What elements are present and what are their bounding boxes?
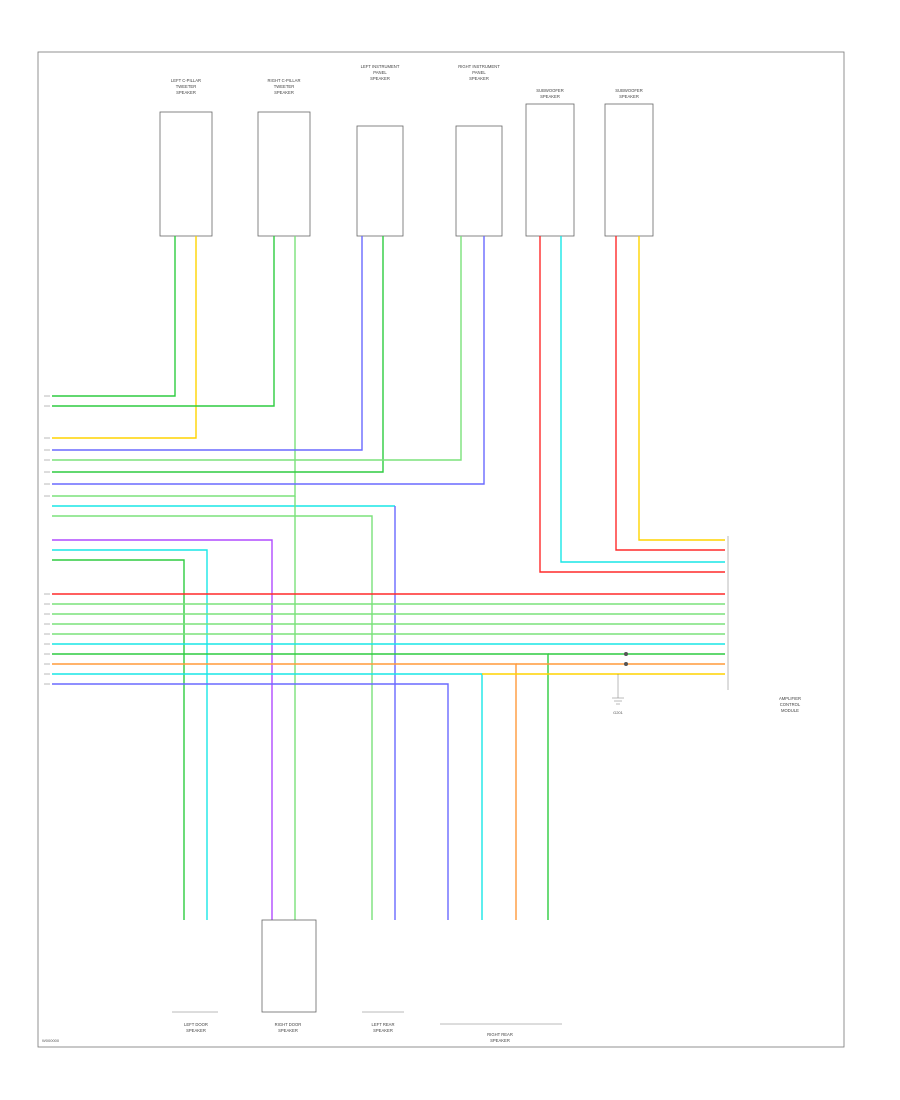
footer-code: W000000 <box>42 1038 60 1043</box>
wire-bus-6 <box>52 559 185 920</box>
svg-text:G201: G201 <box>613 710 624 715</box>
svg-text:RIGHT DOOR: RIGHT DOOR <box>275 1022 302 1027</box>
wire-amp-o1 <box>52 663 517 920</box>
svg-text:CONTROL: CONTROL <box>780 702 801 707</box>
wire-bus-5 <box>52 549 208 920</box>
svg-text:TWEETER: TWEETER <box>274 84 294 89</box>
module-label-lf-speaker: LEFT C-PILLAR TWEETER SPEAKER <box>171 78 201 95</box>
module-box-subwoofer-2 <box>604 103 654 237</box>
svg-text:PANEL: PANEL <box>472 70 486 75</box>
module-label-rf-door-speaker: RIGHT INSTRUMENT PANEL SPEAKER <box>458 64 500 81</box>
svg-text:SPEAKER: SPEAKER <box>176 90 196 95</box>
module-label-subwoofer-2: SUBWOOFER SPEAKER <box>615 88 642 99</box>
svg-text:SPEAKER: SPEAKER <box>619 94 639 99</box>
module-label-rf-speaker: RIGHT C-PILLAR TWEETER SPEAKER <box>268 78 301 95</box>
wire-lf-ip-neg <box>52 236 384 473</box>
wire-amp-b1 <box>52 683 449 920</box>
module-box-subwoofer-1 <box>525 103 575 237</box>
svg-text:LEFT C-PILLAR: LEFT C-PILLAR <box>171 78 201 83</box>
left-pin-ticks <box>44 395 50 685</box>
svg-text:RIGHT REAR: RIGHT REAR <box>487 1032 513 1037</box>
wire-amp-c2 <box>52 673 483 920</box>
wire-lf-ip-pos <box>52 236 363 451</box>
svg-text:SPEAKER: SPEAKER <box>186 1028 206 1033</box>
wire-rf-tweeter-pos <box>52 236 275 407</box>
wire-bus-4 <box>52 539 273 920</box>
svg-text:AMPLIFIER: AMPLIFIER <box>779 696 801 701</box>
splice-dot-1 <box>624 652 628 656</box>
wire-lf-tweeter-neg <box>52 236 197 439</box>
svg-text:SPEAKER: SPEAKER <box>278 1028 298 1033</box>
wire-lf-tweeter-pos <box>52 236 176 397</box>
svg-text:SPEAKER: SPEAKER <box>490 1038 510 1043</box>
bottom-label-rr-door: RIGHT DOOR SPEAKER <box>275 1022 302 1033</box>
wire-amp-g5 <box>52 653 549 920</box>
svg-text:SUBWOOFER: SUBWOOFER <box>536 88 563 93</box>
wire-sub1-b <box>560 236 725 563</box>
svg-text:SPEAKER: SPEAKER <box>274 90 294 95</box>
svg-text:SUBWOOFER: SUBWOOFER <box>615 88 642 93</box>
svg-text:LEFT DOOR: LEFT DOOR <box>184 1022 208 1027</box>
svg-text:LEFT INSTRUMENT: LEFT INSTRUMENT <box>361 64 400 69</box>
wire-bus-2 <box>52 515 373 920</box>
module-box-lr-door <box>261 919 317 1013</box>
svg-text:SPEAKER: SPEAKER <box>370 76 390 81</box>
wire-sub2-b <box>638 236 725 541</box>
wire-sub1-a <box>539 236 725 573</box>
wire-sub2-a <box>615 236 725 551</box>
bottom-label-lr-door: LEFT DOOR SPEAKER <box>184 1022 208 1033</box>
svg-text:LEFT REAR: LEFT REAR <box>372 1022 395 1027</box>
svg-text:MODULE: MODULE <box>781 708 799 713</box>
svg-text:RIGHT C-PILLAR: RIGHT C-PILLAR <box>268 78 301 83</box>
svg-text:SPEAKER: SPEAKER <box>469 76 489 81</box>
module-label-lf-door-speaker: LEFT INSTRUMENT PANEL SPEAKER <box>361 64 400 81</box>
svg-text:TWEETER: TWEETER <box>176 84 196 89</box>
wire-rf-tweeter-neg <box>52 236 296 497</box>
svg-text:PANEL: PANEL <box>373 70 387 75</box>
svg-text:SPEAKER: SPEAKER <box>540 94 560 99</box>
bottom-label-rr-rear: RIGHT REAR SPEAKER <box>487 1032 513 1043</box>
svg-text:RIGHT INSTRUMENT: RIGHT INSTRUMENT <box>458 64 500 69</box>
diagram-frame <box>37 51 845 1048</box>
splice-dot-2 <box>624 662 628 666</box>
wire-rf-ip-neg <box>52 236 485 485</box>
wire-rf-ip-pos <box>52 236 462 461</box>
svg-text:SPEAKER: SPEAKER <box>373 1028 393 1033</box>
module-box-lf-speaker <box>159 111 213 237</box>
ground-symbol: G201 <box>612 674 624 715</box>
module-box-rf-speaker <box>257 111 311 237</box>
module-label-subwoofer-1: SUBWOOFER SPEAKER <box>536 88 563 99</box>
amplifier-label: AMPLIFIER CONTROL MODULE <box>779 696 801 713</box>
bottom-label-lr-rear: LEFT REAR SPEAKER <box>372 1022 395 1033</box>
module-box-rf-door-speaker <box>455 125 503 237</box>
module-box-lf-door-speaker <box>356 125 404 237</box>
